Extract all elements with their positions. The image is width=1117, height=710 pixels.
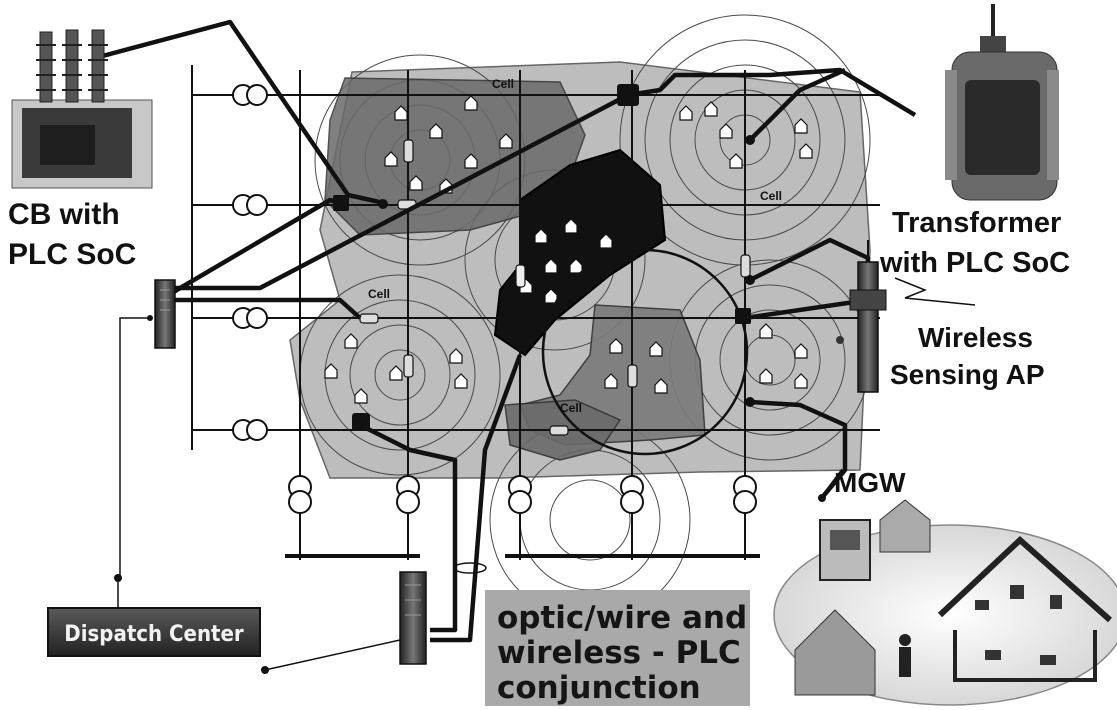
cell-region-dark-center	[493, 148, 667, 357]
communication-cables	[94, 19, 917, 643]
cell-label-4: Cell	[560, 401, 582, 415]
bottom-transformers	[288, 475, 757, 514]
cell-label-3: Cell	[368, 287, 390, 301]
wireless-sensing-ap-device	[836, 240, 976, 393]
plc-nodes	[333, 84, 755, 431]
transformer-label-line2: with PLC SoC	[879, 247, 1070, 279]
transformer-image	[945, 4, 1059, 201]
plc-coupler-bottom	[399, 571, 427, 665]
optic-label-line3: conjunction	[497, 670, 701, 706]
mgw-home-network	[773, 468, 1117, 706]
meter-icons	[359, 139, 751, 436]
dispatch-center-label: Dispatch Center	[64, 622, 244, 647]
optic-label-line2: wireless - PLC	[497, 635, 741, 671]
wireless-cell-ring	[541, 248, 749, 456]
power-feeders	[191, 65, 880, 560]
optic-label-line1: optic/wire and	[497, 600, 747, 636]
cell-label-1: Cell	[492, 77, 514, 91]
transformer-label-line1: Transformer	[892, 207, 1061, 239]
wireless-label-line2: Sensing AP	[890, 359, 1045, 390]
cb-label-line1: CB with	[8, 198, 120, 231]
house-icons	[324, 95, 813, 404]
wireless-label-line1: Wireless	[918, 322, 1033, 353]
optic-conjunction-box: optic/wire and wireless - PLC conjunctio…	[485, 590, 750, 706]
circuit-breaker-image	[11, 29, 153, 189]
cell-label-2: Cell	[760, 189, 782, 203]
feeder-transformers	[232, 84, 268, 441]
plc-coupler-left	[147, 279, 176, 349]
cb-label-line2: PLC SoC	[8, 238, 136, 271]
mgw-label: MGW	[834, 467, 906, 498]
dispatch-center-box: Dispatch Center	[47, 574, 269, 674]
